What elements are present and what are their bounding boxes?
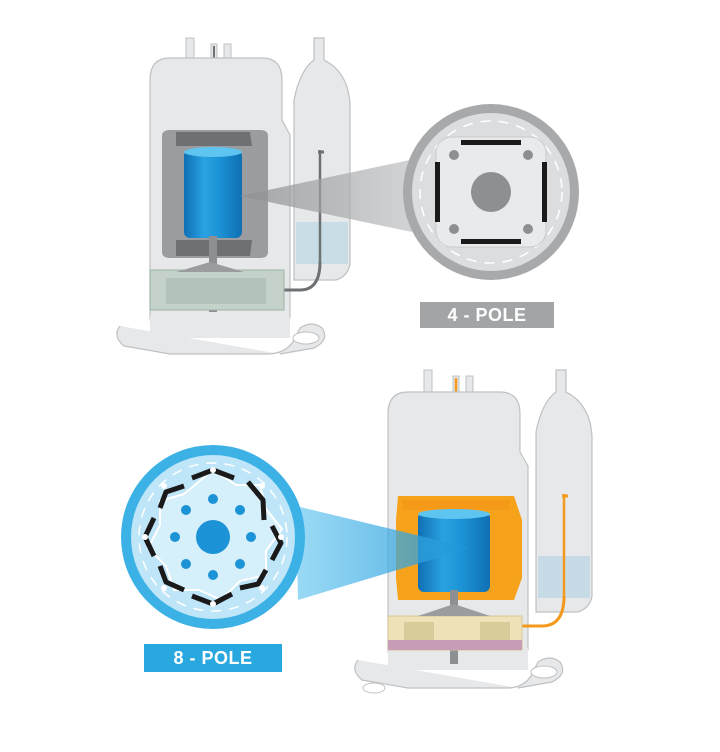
four-pole-rotor-view <box>403 104 579 280</box>
bottom-compressor <box>354 369 593 694</box>
top-compressor <box>116 37 351 355</box>
eight-pole-rotor-view <box>121 445 305 629</box>
eight-pole-label: 8 - POLE <box>173 648 252 668</box>
eight-pole-label-badge: 8 - POLE <box>144 644 282 672</box>
top-zoom-beam <box>240 160 412 232</box>
four-pole-label: 4 - POLE <box>447 305 526 325</box>
bottom-zoom-beam <box>296 506 470 600</box>
four-pole-label-badge: 4 - POLE <box>420 302 554 328</box>
